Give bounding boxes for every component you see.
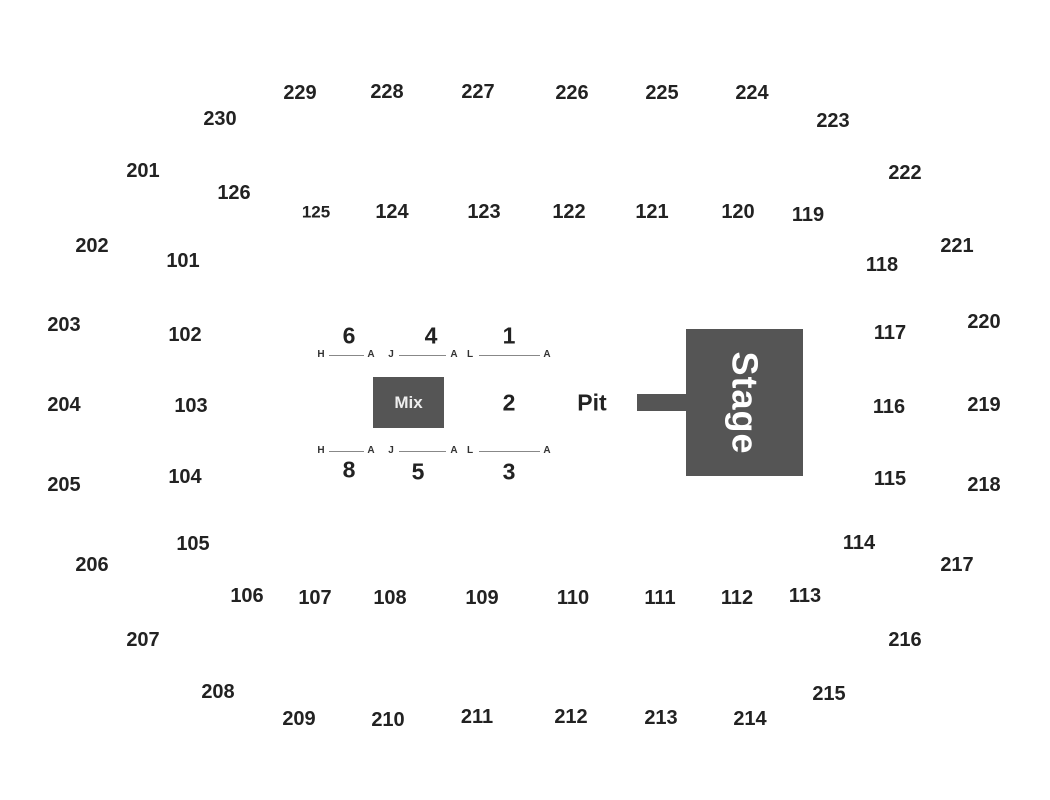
section-204[interactable]: 204 — [47, 394, 81, 416]
section-117[interactable]: 117 — [873, 322, 907, 344]
section-126[interactable]: 126 — [217, 182, 251, 204]
pit-section[interactable]: Pit — [577, 389, 607, 416]
section-216[interactable]: 216 — [888, 629, 922, 651]
section-228[interactable]: 228 — [370, 81, 404, 103]
section-109[interactable]: 109 — [465, 587, 499, 609]
row-marker-top-1: A — [367, 349, 375, 360]
section-201[interactable]: 201 — [126, 160, 160, 182]
section-217[interactable]: 217 — [940, 554, 974, 576]
section-118[interactable]: 118 — [865, 254, 899, 276]
section-212[interactable]: 212 — [554, 706, 588, 728]
section-210[interactable]: 210 — [371, 709, 405, 731]
section-226[interactable]: 226 — [555, 82, 589, 104]
section-101[interactable]: 101 — [166, 250, 200, 272]
row-marker-top-0: H — [317, 349, 325, 360]
floor-section-2[interactable]: 2 — [502, 389, 516, 416]
section-120[interactable]: 120 — [721, 201, 755, 223]
section-105[interactable]: 105 — [176, 533, 210, 555]
section-230[interactable]: 230 — [203, 108, 237, 130]
section-208[interactable]: 208 — [201, 681, 235, 703]
section-111[interactable]: 111 — [644, 587, 676, 609]
section-206[interactable]: 206 — [75, 554, 109, 576]
section-104[interactable]: 104 — [168, 466, 202, 488]
floor-section-5[interactable]: 5 — [411, 458, 425, 485]
row-divider-top-2 — [479, 355, 540, 356]
section-215[interactable]: 215 — [812, 683, 846, 705]
section-115[interactable]: 115 — [873, 468, 907, 490]
row-marker-bottom-1: A — [367, 445, 375, 456]
section-209[interactable]: 209 — [282, 708, 316, 730]
row-divider-bottom-1 — [399, 451, 446, 452]
row-marker-top-3: A — [450, 349, 458, 360]
section-107[interactable]: 107 — [298, 587, 332, 609]
section-202[interactable]: 202 — [75, 235, 109, 257]
row-divider-bottom-2 — [479, 451, 540, 452]
floor-section-3[interactable]: 3 — [502, 458, 516, 485]
section-223[interactable]: 223 — [816, 110, 850, 132]
row-divider-top-0 — [329, 355, 364, 356]
section-119[interactable]: 119 — [791, 204, 825, 226]
row-marker-top-4: L — [466, 349, 474, 360]
section-224[interactable]: 224 — [735, 82, 769, 104]
row-marker-bottom-5: A — [543, 445, 551, 456]
section-122[interactable]: 122 — [552, 201, 586, 223]
row-marker-bottom-0: H — [317, 445, 325, 456]
section-103[interactable]: 103 — [174, 395, 208, 417]
floor-section-6[interactable]: 6 — [342, 322, 356, 349]
stage-label: Stage — [724, 350, 766, 455]
row-marker-bottom-3: A — [450, 445, 458, 456]
section-102[interactable]: 102 — [168, 324, 202, 346]
floor-section-4[interactable]: 4 — [424, 322, 438, 349]
row-marker-bottom-2: J — [388, 445, 394, 456]
section-123[interactable]: 123 — [467, 201, 501, 223]
section-227[interactable]: 227 — [461, 81, 495, 103]
floor-section-1[interactable]: 1 — [502, 322, 516, 349]
section-211[interactable]: 211 — [460, 706, 494, 728]
row-marker-top-2: J — [388, 349, 394, 360]
section-220[interactable]: 220 — [967, 311, 1001, 333]
section-214[interactable]: 214 — [733, 708, 767, 730]
section-225[interactable]: 225 — [645, 82, 679, 104]
mix-position: Mix — [373, 377, 444, 428]
row-marker-bottom-4: L — [466, 445, 474, 456]
section-106[interactable]: 106 — [230, 585, 264, 607]
section-207[interactable]: 207 — [126, 629, 160, 651]
section-112[interactable]: 112 — [720, 587, 754, 609]
section-108[interactable]: 108 — [373, 587, 407, 609]
row-divider-top-1 — [399, 355, 446, 356]
row-marker-top-5: A — [543, 349, 551, 360]
section-113[interactable]: 113 — [788, 585, 822, 607]
section-221[interactable]: 221 — [940, 235, 974, 257]
section-114[interactable]: 114 — [842, 532, 876, 554]
section-222[interactable]: 222 — [888, 162, 922, 184]
row-divider-bottom-0 — [329, 451, 364, 452]
section-219[interactable]: 219 — [967, 394, 1001, 416]
section-124[interactable]: 124 — [375, 201, 409, 223]
stage: Stage — [686, 329, 803, 476]
section-110[interactable]: 110 — [556, 587, 590, 609]
stage-runway — [637, 394, 687, 411]
section-218[interactable]: 218 — [967, 474, 1001, 496]
section-125[interactable]: 125 — [301, 202, 331, 222]
section-205[interactable]: 205 — [47, 474, 81, 496]
section-213[interactable]: 213 — [644, 707, 678, 729]
section-229[interactable]: 229 — [283, 82, 317, 104]
section-121[interactable]: 121 — [635, 201, 669, 223]
floor-section-8[interactable]: 8 — [342, 456, 356, 483]
section-203[interactable]: 203 — [47, 314, 81, 336]
section-116[interactable]: 116 — [872, 396, 906, 418]
